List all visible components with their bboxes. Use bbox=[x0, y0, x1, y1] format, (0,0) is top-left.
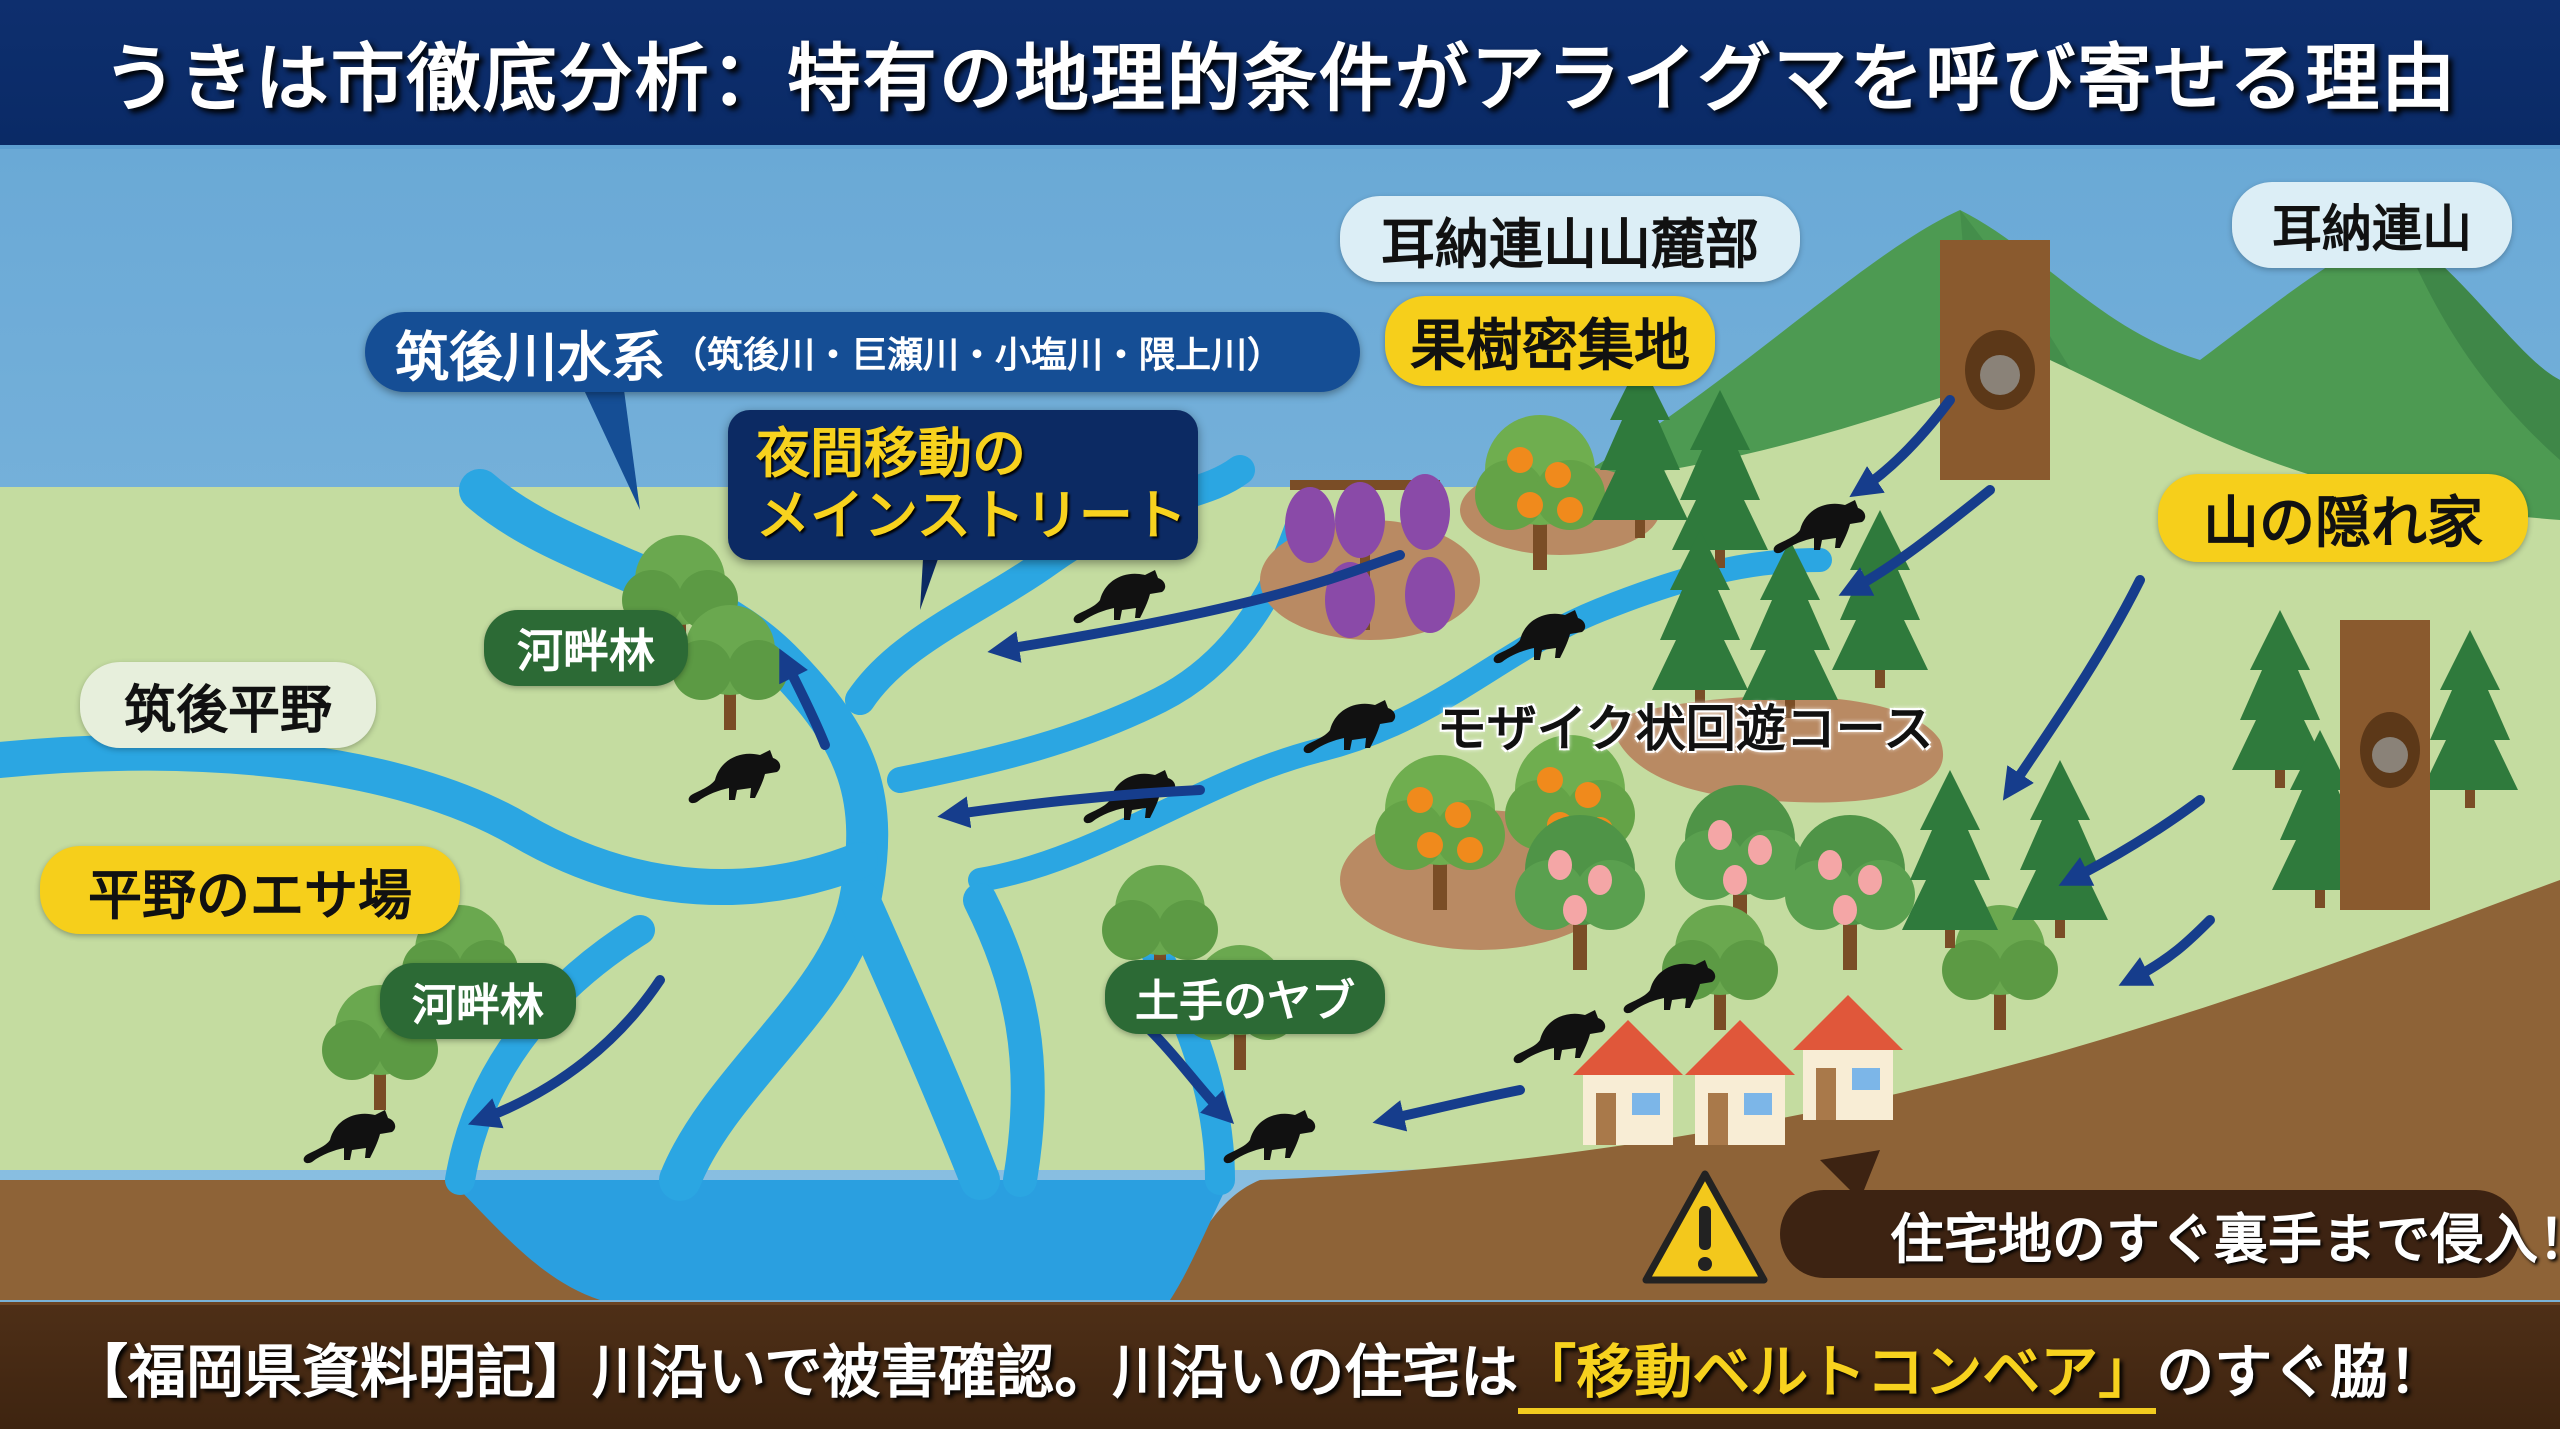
warning-callout-text: 住宅地のすぐ裏手まで侵入！ bbox=[1890, 1207, 2560, 1271]
label-minou-mountains-text: 耳納連山 bbox=[2272, 200, 2472, 258]
label-riparian-forest-upper: 河畔林 bbox=[484, 610, 688, 686]
label-night-main-route-line2: メインストリート bbox=[756, 484, 1187, 547]
label-embankment-bush: 土手のヤブ bbox=[1105, 960, 1385, 1034]
label-mountain-hideout-text: 山の隠れ家 bbox=[2203, 490, 2483, 556]
footer-banner: 【福岡県資料明記】川沿いで被害確認。川沿いの住宅は「移動ベルトコンベア」のすぐ脇… bbox=[0, 1302, 2560, 1429]
label-mosaic-route: モザイク状回遊コース bbox=[1425, 690, 1945, 760]
label-chikugo-plain-text: 筑後平野 bbox=[123, 680, 332, 741]
label-riparian-forest-upper-text: 河畔林 bbox=[517, 624, 655, 678]
label-riparian-forest-lower-text: 河畔林 bbox=[412, 980, 544, 1031]
footer-suffix: のすぐ脇！ bbox=[2156, 1338, 2447, 1406]
label-embankment-bush-text: 土手のヤブ bbox=[1135, 976, 1355, 1027]
label-riparian-forest-lower: 河畔林 bbox=[380, 963, 576, 1039]
label-minou-foothills-text: 耳納連山山麓部 bbox=[1381, 212, 1759, 276]
footer-prefix: 【福岡県資料明記】川沿いで被害確認。川沿いの住宅は bbox=[70, 1338, 1519, 1406]
label-chikugo-river-system-main: 筑後川水系 bbox=[395, 325, 665, 389]
label-night-main-route-line1: 夜間移動の bbox=[756, 422, 1026, 485]
warning-callout: 住宅地のすぐ裏手まで侵入！ bbox=[1780, 1190, 2560, 1278]
label-mountain-hideout: 山の隠れ家 bbox=[2158, 474, 2528, 562]
label-minou-foothills: 耳納連山山麓部 bbox=[1340, 196, 1800, 282]
label-night-main-route: 夜間移動の メインストリート bbox=[728, 410, 1198, 560]
label-chikugo-plain: 筑後平野 bbox=[80, 662, 376, 748]
label-orchard-area-text: 果樹密集地 bbox=[1410, 313, 1690, 379]
label-chikugo-river-system-sub: （筑後川・巨瀬川・小塩川・隈上川） bbox=[671, 335, 1284, 376]
footer-text: 【福岡県資料明記】川沿いで被害確認。川沿いの住宅は「移動ベルトコンベア」のすぐ脇… bbox=[70, 1325, 2447, 1414]
label-mosaic-route-text: モザイク状回遊コース bbox=[1436, 700, 1934, 758]
label-plain-feeding-ground: 平野のエサ場 bbox=[40, 846, 460, 934]
label-chikugo-river-system: 筑後川水系 （筑後川・巨瀬川・小塩川・隈上川） bbox=[365, 312, 1360, 392]
header-banner: うきは市徹底分析：特有の地理的条件がアライグマを呼び寄せる理由 bbox=[0, 0, 2560, 149]
warning-triangle-icon bbox=[1642, 1170, 1768, 1284]
page-title: うきは市徹底分析：特有の地理的条件がアライグマを呼び寄せる理由 bbox=[102, 36, 2458, 122]
label-orchard-area: 果樹密集地 bbox=[1385, 296, 1715, 386]
footer-highlight: 「移動ベルトコンベア」 bbox=[1518, 1338, 2157, 1414]
label-minou-mountains: 耳納連山 bbox=[2232, 182, 2512, 268]
label-plain-feeding-ground-text: 平野のエサ場 bbox=[88, 863, 412, 927]
